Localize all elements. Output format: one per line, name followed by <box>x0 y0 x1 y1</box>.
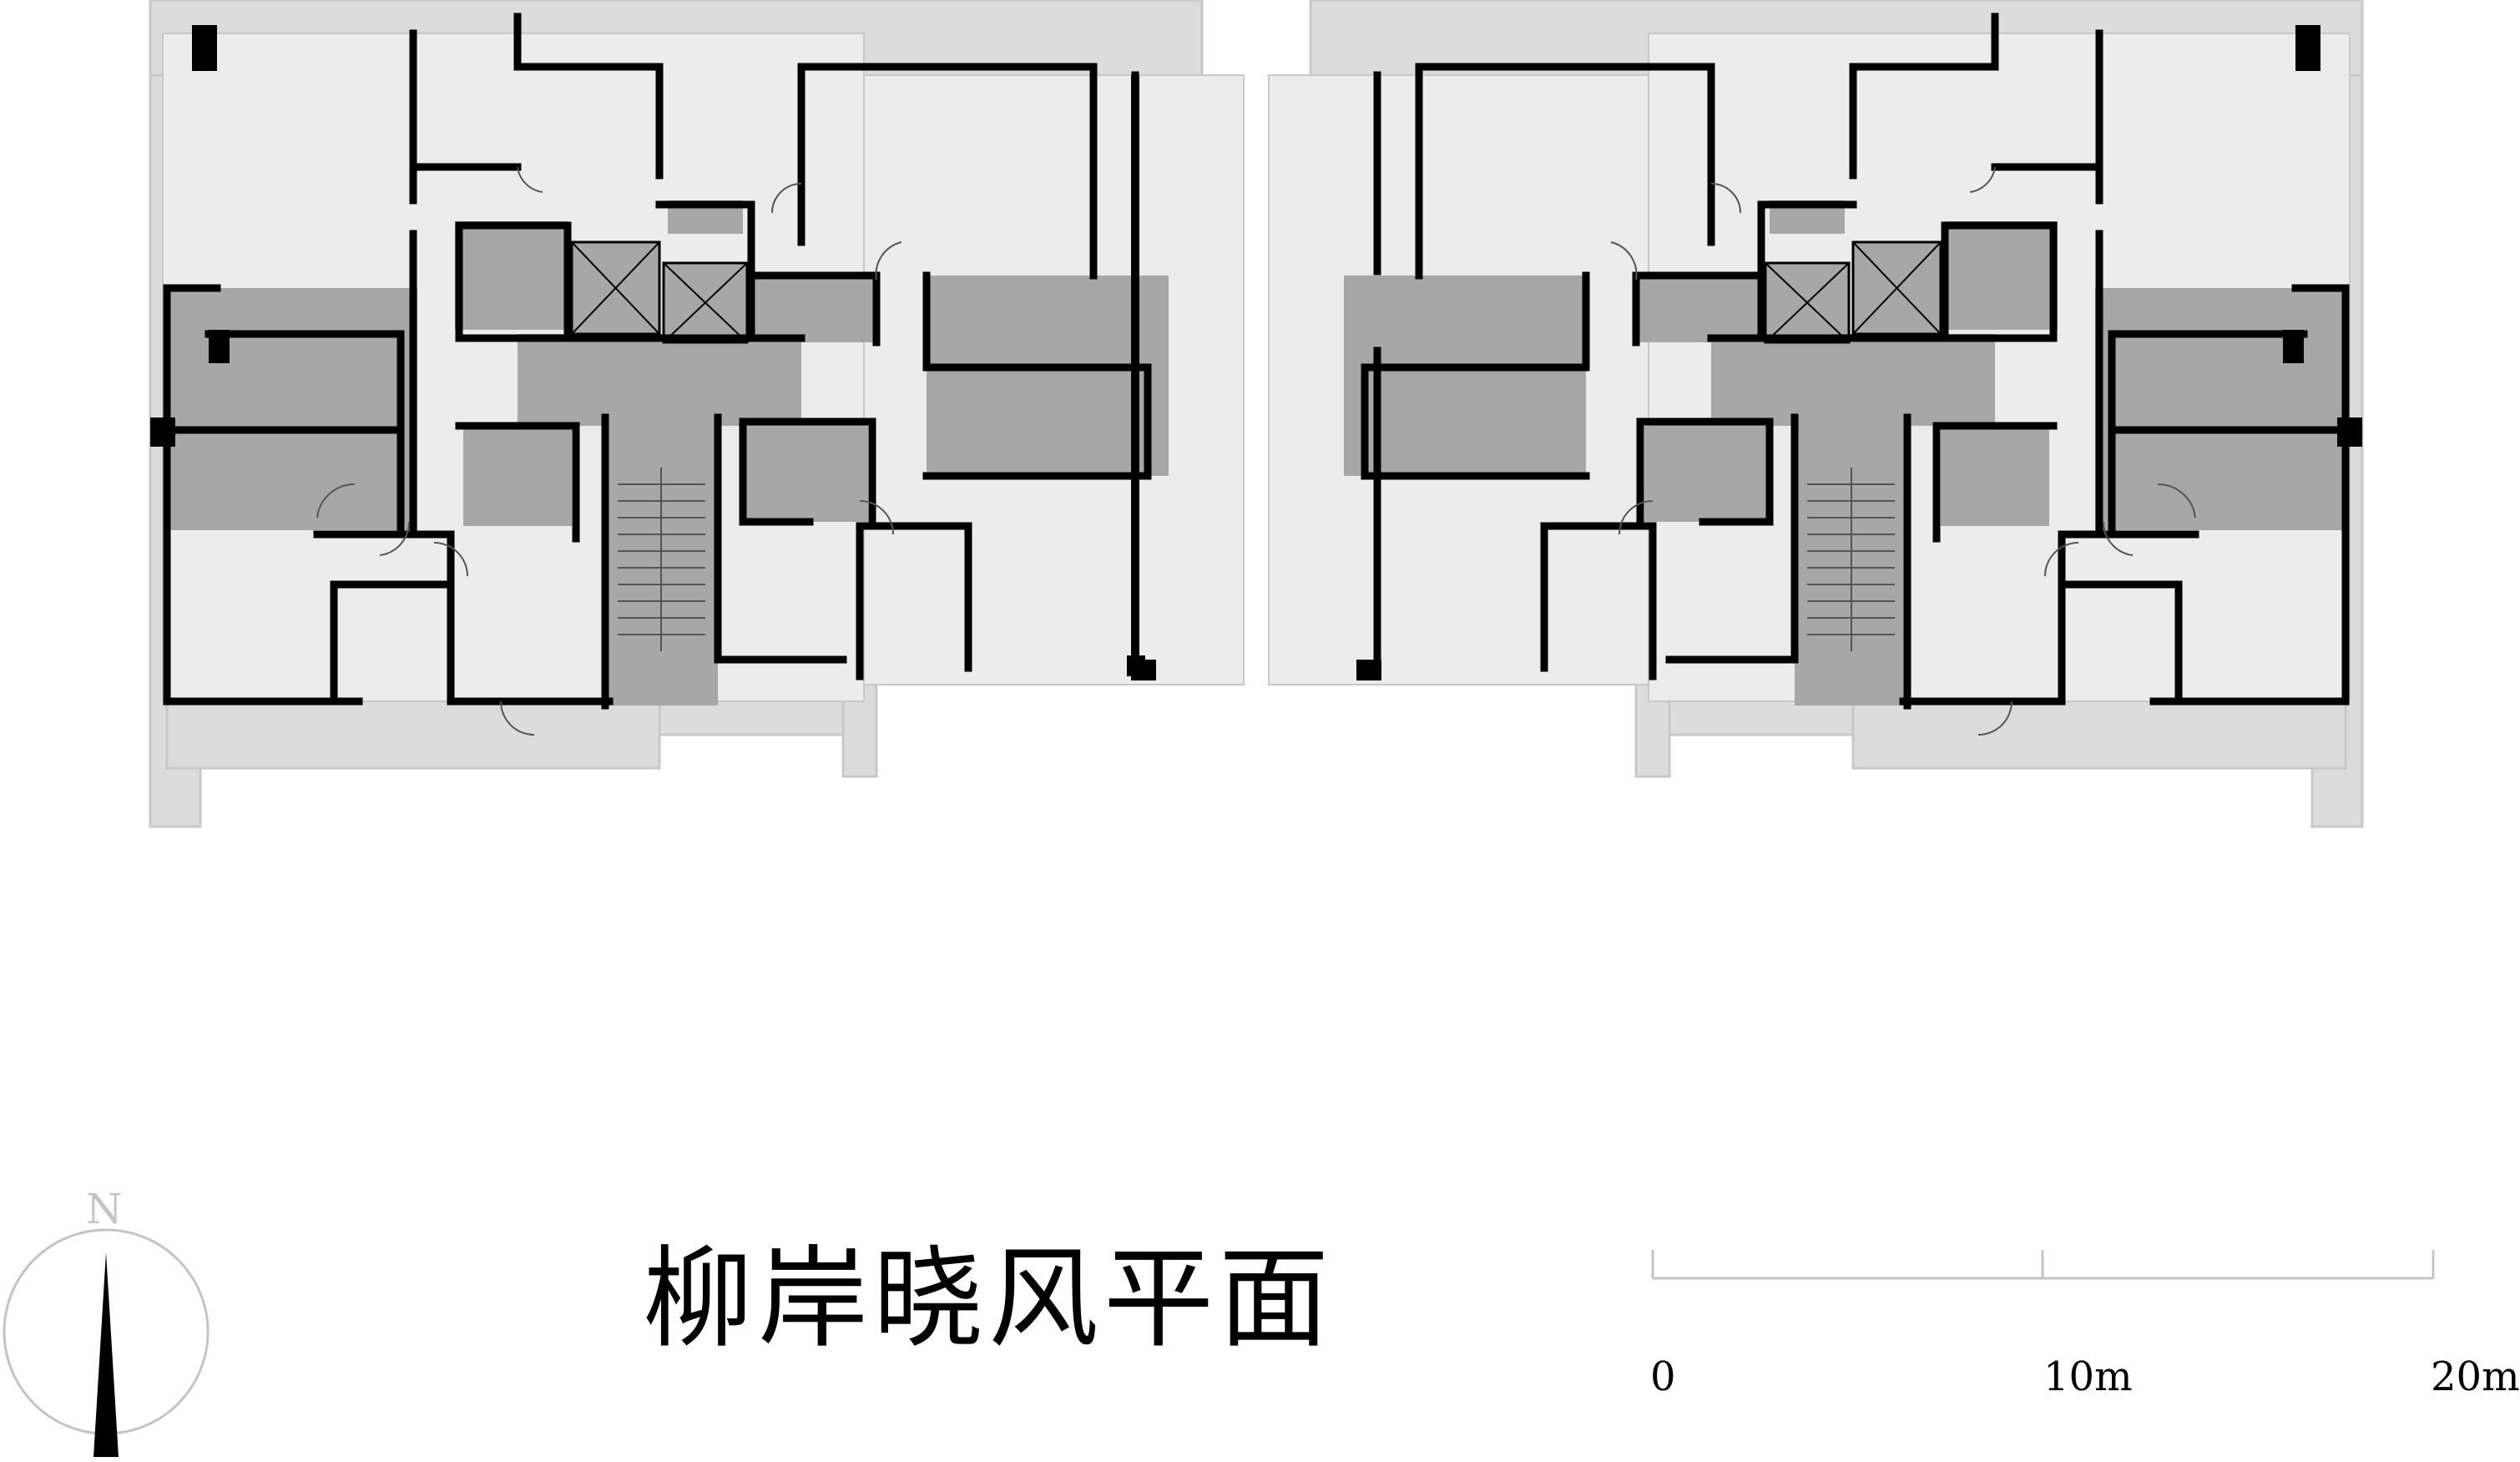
north-compass <box>3 1228 210 1457</box>
scale-label-10: 10m <box>2043 1353 2133 1400</box>
scale-bar <box>1651 1250 2435 1280</box>
north-label: N <box>86 1185 123 1233</box>
plan-half-east <box>1269 0 2362 827</box>
plan-title: 柳岸晓风平面 <box>643 1235 1334 1363</box>
scale-label-0: 0 <box>1650 1353 1676 1400</box>
party-wall-base <box>1127 655 1145 676</box>
scale-label-20: 20m <box>2431 1353 2520 1400</box>
plan-half-west <box>150 0 1244 827</box>
north-arrow-icon <box>93 1252 119 1457</box>
